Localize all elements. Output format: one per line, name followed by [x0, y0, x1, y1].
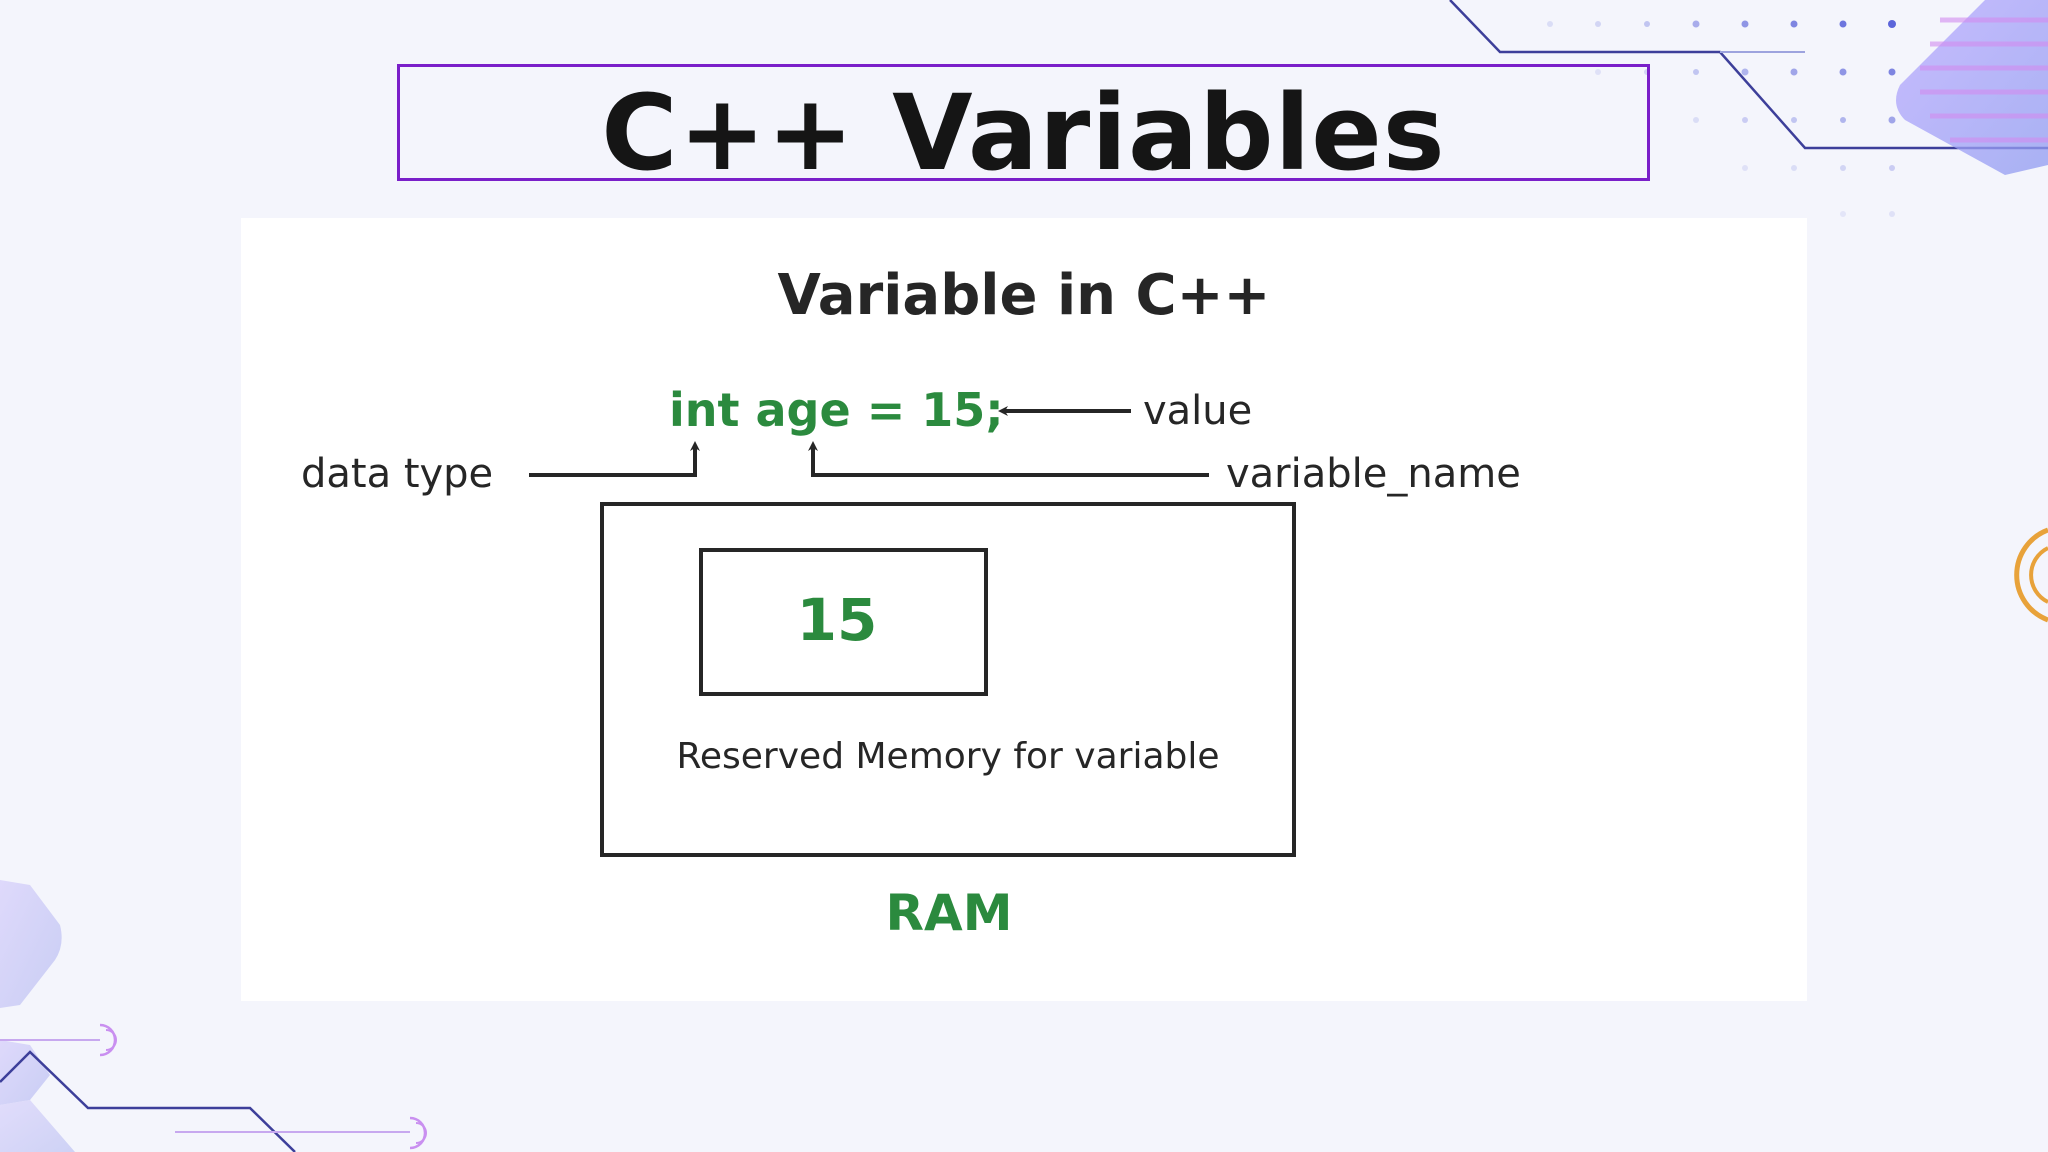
diagram-heading: Variable in C++: [778, 263, 1271, 328]
value-label: value: [1143, 388, 1252, 434]
variable-name-arrow: [808, 441, 1209, 477]
spiral-icon-right: [2014, 527, 2048, 623]
slide-title: C++ Variables: [601, 71, 1446, 194]
ram-label: RAM: [886, 884, 1013, 942]
dot-grid-top-right: [1547, 20, 1896, 217]
code-line: int age = 15;: [669, 383, 1004, 437]
memory-caption: Reserved Memory for variable: [676, 736, 1219, 777]
data-type-arrow: [529, 441, 700, 477]
data-type-label: data type: [301, 451, 493, 497]
hexagon-shape-bottom-left: [0, 880, 75, 1152]
variable-name-label: variable_name: [1226, 451, 1521, 497]
memory-value: 15: [797, 586, 878, 654]
variable-diagram: Variable in C++ int age = 15; value data…: [301, 263, 1521, 942]
circuit-lines-bottom-left: [0, 1023, 427, 1152]
memory-cell: [699, 548, 988, 696]
title-box: C++ Variables: [397, 64, 1650, 185]
circuit-lines-top-right: [1449, 0, 2048, 150]
diagram-panel: Variable in C++ int age = 15; value data…: [241, 218, 1807, 1001]
hexagon-shape-top-right: [1896, 0, 2048, 175]
ram-box: [600, 502, 1296, 857]
